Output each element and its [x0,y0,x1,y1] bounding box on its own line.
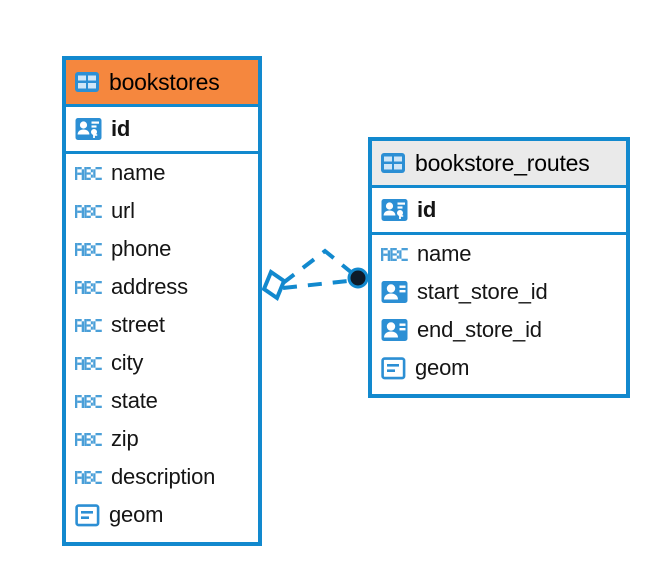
field-row-name[interactable]: name [372,235,626,273]
table-icon [74,71,100,93]
relationship-source-diamond [261,268,287,302]
entity-header-bookstores[interactable]: bookstores [66,60,258,104]
text-abc-icon [75,432,102,447]
field-row-start-store-id[interactable]: start_store_id [372,273,626,311]
field-row-name[interactable]: name [66,154,258,192]
primary-key-icon [381,198,408,222]
foreign-key-icon [381,280,408,304]
foreign-key-icon [381,318,408,342]
field-label: name [111,160,166,185]
field-list-bookstore-routes: name start_store_id [372,235,626,387]
field-label: state [111,388,158,413]
field-label: id [417,197,437,222]
primary-key-divider [66,151,258,154]
field-label: zip [111,426,139,451]
field-row-zip[interactable]: zip [66,420,258,458]
field-row-address[interactable]: address [66,268,258,306]
primary-key-icon [75,117,102,141]
text-abc-icon [75,318,102,333]
text-abc-icon [75,204,102,219]
field-label: address [111,274,188,299]
field-label: geom [415,355,470,380]
field-label: url [111,198,135,223]
field-label: street [111,312,165,337]
geometry-icon [381,356,406,380]
text-abc-icon [75,356,102,371]
text-abc-icon [75,280,102,295]
field-row-geom[interactable]: geom [372,349,626,387]
field-row-primary-key[interactable]: id [372,188,626,232]
field-row-end-store-id[interactable]: end_store_id [372,311,626,349]
header-divider [372,185,626,188]
text-abc-icon [75,166,102,181]
relationship-target-circle [347,267,369,289]
relationship-line-lower [282,278,358,290]
field-row-primary-key[interactable]: id [66,107,258,151]
entity-title: bookstore_routes [415,149,590,176]
field-label: geom [109,502,164,527]
field-label: start_store_id [417,279,548,304]
entity-header-bookstore-routes[interactable]: bookstore_routes [372,141,626,185]
text-abc-icon [75,394,102,409]
entity-title: bookstores [109,68,220,95]
header-divider [66,104,258,107]
field-label: description [111,464,216,489]
field-label: id [111,116,131,141]
field-row-description[interactable]: description [66,458,258,496]
field-label: name [417,241,472,266]
field-row-url[interactable]: url [66,192,258,230]
table-icon [380,152,406,174]
field-label: end_store_id [417,317,542,342]
field-label: phone [111,236,172,261]
field-row-street[interactable]: street [66,306,258,344]
geometry-icon [75,503,100,527]
text-abc-icon [381,247,408,262]
text-abc-icon [75,470,102,485]
field-row-city[interactable]: city [66,344,258,382]
primary-key-divider [372,232,626,235]
entity-bookstores[interactable]: bookstores id [62,56,262,546]
text-abc-icon [75,242,102,257]
field-row-state[interactable]: state [66,382,258,420]
field-row-geom[interactable]: geom [66,496,258,534]
entity-bookstore-routes[interactable]: bookstore_routes id [368,137,630,398]
field-list-bookstores: name u [66,154,258,534]
field-row-phone[interactable]: phone [66,230,258,268]
field-label: city [111,350,144,375]
relationship-line-upper [281,248,359,285]
